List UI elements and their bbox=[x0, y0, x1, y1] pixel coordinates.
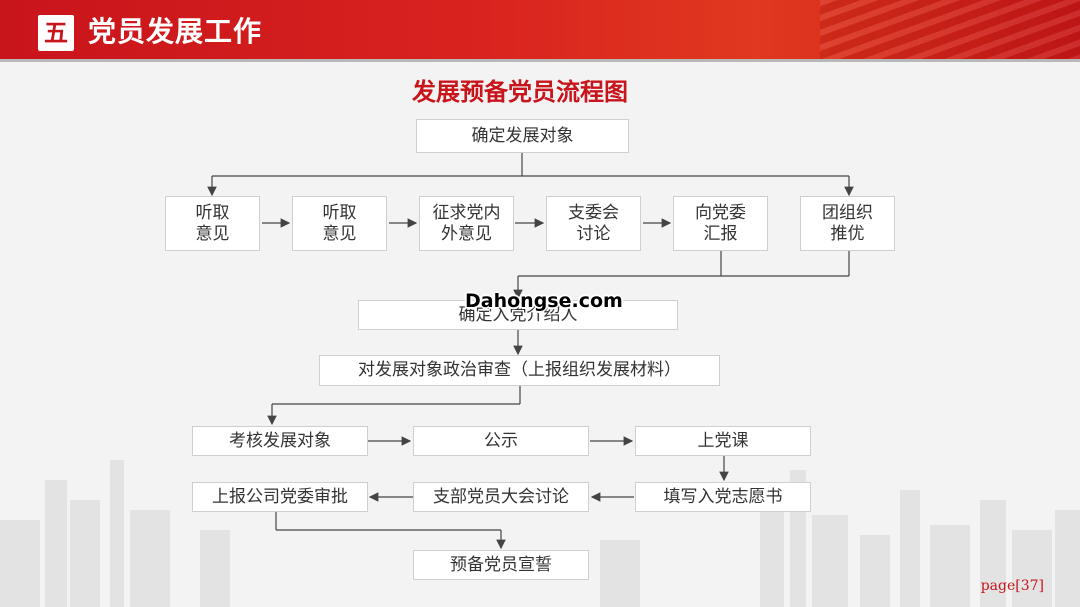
node-branch-committee-discussion: 支委会 讨论 bbox=[546, 196, 641, 251]
node-public-notice: 公示 bbox=[413, 426, 589, 456]
node-assess-candidate: 考核发展对象 bbox=[192, 426, 368, 456]
node-determine-introducers: 确定入党介绍人 bbox=[358, 300, 678, 330]
header-bar: 五 党员发展工作 bbox=[0, 0, 1080, 62]
node-probationary-oath: 预备党员宣誓 bbox=[413, 550, 589, 580]
node-determine-candidate: 确定发展对象 bbox=[416, 119, 629, 153]
watermark-text: Dahongse.com bbox=[465, 290, 623, 312]
node-branch-general-meeting: 支部党员大会讨论 bbox=[413, 482, 589, 512]
node-youth-league-recommend: 团组织 推优 bbox=[800, 196, 895, 251]
header-flourish bbox=[820, 0, 1080, 59]
node-submit-approval: 上报公司党委审批 bbox=[192, 482, 368, 512]
node-party-class: 上党课 bbox=[635, 426, 811, 456]
node-solicit-opinions: 征求党内 外意见 bbox=[419, 196, 514, 251]
section-number-badge: 五 bbox=[38, 15, 74, 51]
node-report-party-committee: 向党委 汇报 bbox=[673, 196, 768, 251]
section-title: 党员发展工作 bbox=[88, 15, 263, 48]
city-skyline-decoration bbox=[0, 460, 1080, 607]
page-number: page[37] bbox=[980, 578, 1044, 594]
diagram-title: 发展预备党员流程图 bbox=[412, 78, 628, 106]
node-political-review: 对发展对象政治审查（上报组织发展材料） bbox=[319, 355, 720, 386]
node-hear-opinions-1: 听取 意见 bbox=[165, 196, 260, 251]
node-fill-application: 填写入党志愿书 bbox=[635, 482, 811, 512]
node-hear-opinions-2: 听取 意见 bbox=[292, 196, 387, 251]
